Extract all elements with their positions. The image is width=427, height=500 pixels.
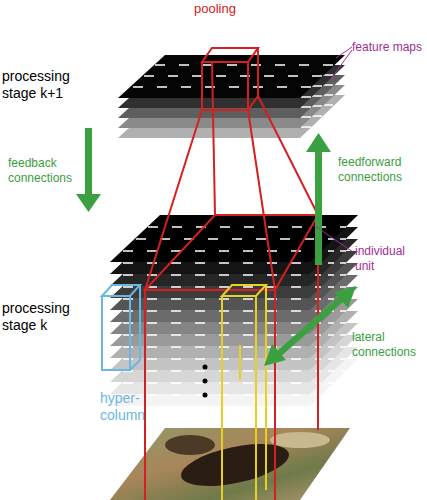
stage-title: pooling — [180, 1, 250, 17]
connection-label: feedback connections — [8, 156, 83, 186]
unit-column — [222, 285, 266, 500]
leader-line — [312, 47, 353, 252]
stage-label: processing stage k — [2, 300, 102, 334]
hyper-column-box — [102, 285, 140, 370]
pooling-region — [145, 48, 318, 500]
annotation-label: individual unit — [355, 244, 425, 274]
annotation-label: feature maps — [352, 40, 427, 55]
connection-label: lateral connections — [352, 330, 426, 360]
hyper-column-label: hyper-column — [100, 390, 162, 424]
ellipsis-dots — [203, 365, 208, 398]
connection-label: feedforward connections — [338, 155, 426, 185]
feature-map-stack — [118, 55, 345, 138]
connection-arrow — [76, 128, 356, 366]
stage-label: processing stage k+1 — [2, 68, 102, 102]
